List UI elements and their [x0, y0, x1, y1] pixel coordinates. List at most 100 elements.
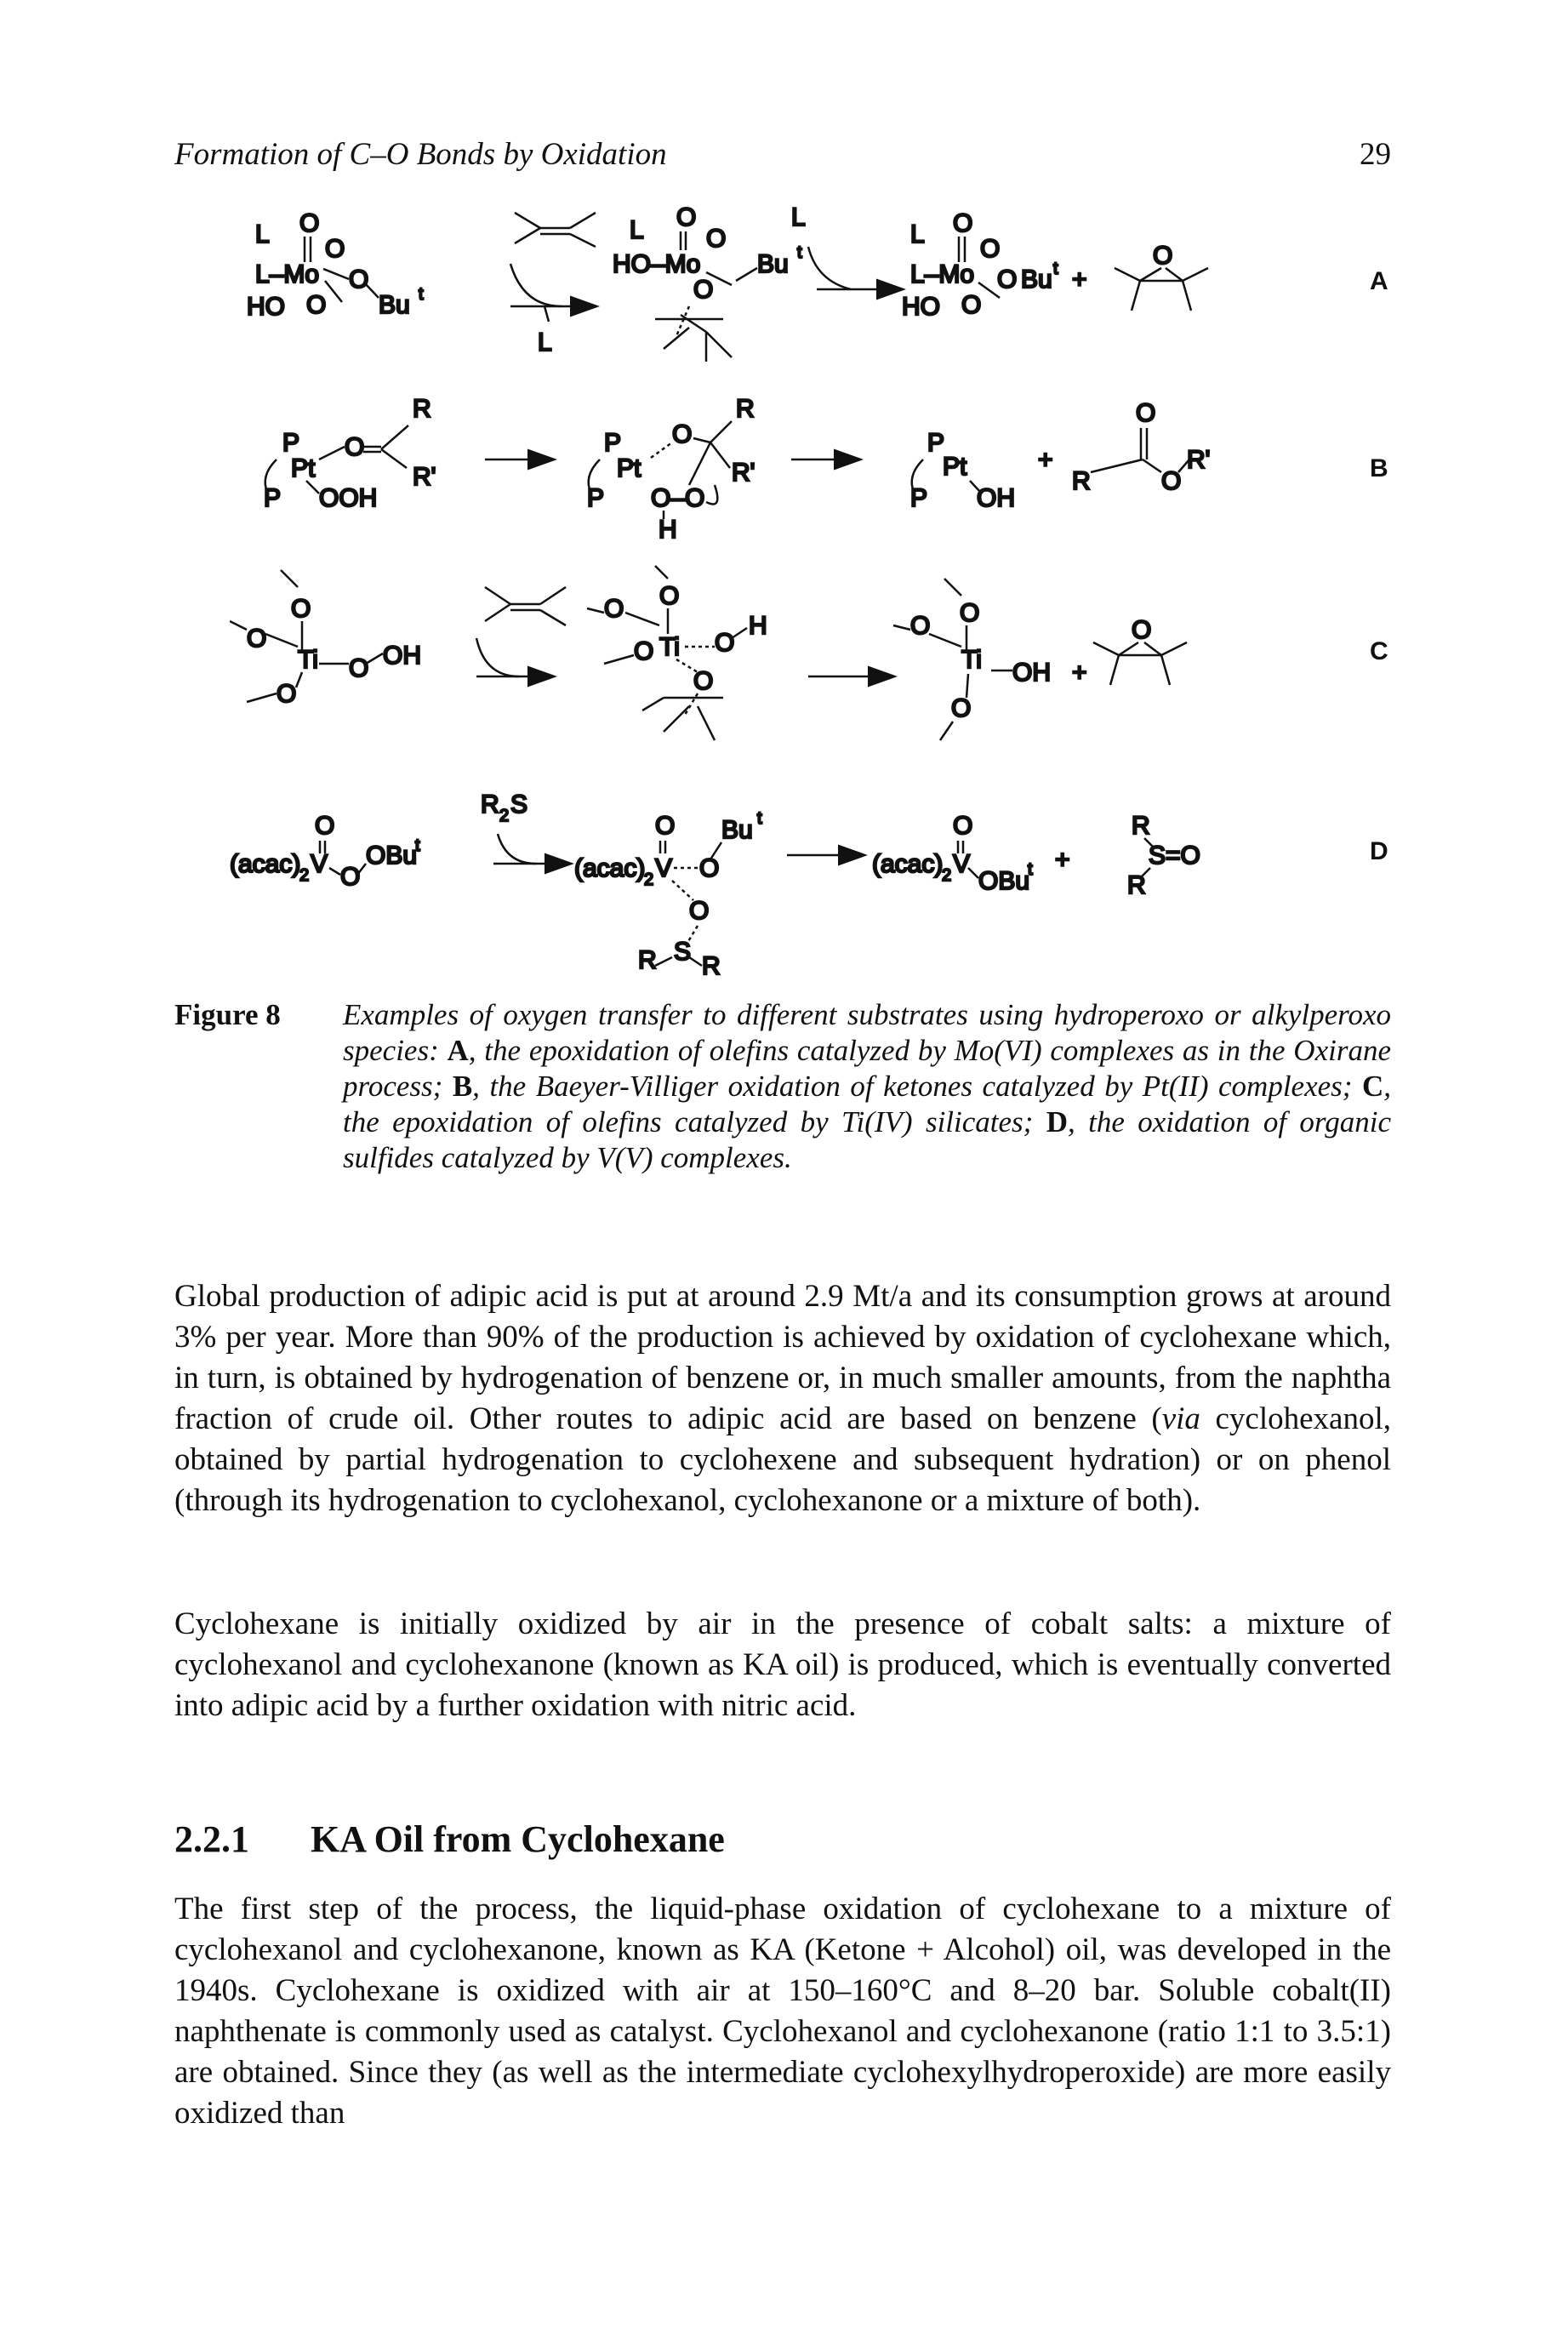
- row-label-a: A: [1370, 267, 1388, 295]
- atom-label: OBu: [366, 842, 417, 870]
- atom-label: L: [255, 220, 270, 248]
- atom-label: t: [419, 285, 424, 304]
- caption-segment: , the Baeyer-Villiger oxidation of keton…: [472, 1070, 1362, 1103]
- atom-label: OOH: [319, 484, 377, 512]
- atom-label: O: [277, 680, 296, 708]
- atom-label: R': [1187, 446, 1210, 474]
- atom-label: Bu: [1021, 265, 1052, 294]
- atom-label: O: [953, 812, 972, 840]
- atom-label: S=O: [1149, 842, 1200, 870]
- atom-label: O: [953, 209, 972, 237]
- atom-label: O: [349, 654, 368, 682]
- atom-label: O: [910, 612, 930, 640]
- atom-label: H: [749, 612, 767, 640]
- figure-caption-text: Examples of oxygen transfer to different…: [343, 997, 1391, 1176]
- caption-segment: , the epoxidation of olefins catalyzed b…: [343, 1070, 1391, 1138]
- row-label-c: C: [1370, 637, 1388, 665]
- section-number: 2.2.1: [174, 1818, 249, 1860]
- atom-label: R': [732, 459, 755, 487]
- atom-label: L: [910, 220, 925, 248]
- atom-label: 2: [299, 866, 309, 885]
- body-paragraph-3: The first step of the process, the liqui…: [174, 1889, 1391, 2134]
- row-a-olefin-addition: L: [509, 211, 600, 357]
- caption-segment: Examples of oxygen transfer to different…: [343, 998, 1391, 1067]
- caption-ref-d: D: [1046, 1105, 1068, 1138]
- atom-label: Bu: [379, 291, 410, 319]
- atom-label: Pt: [943, 453, 967, 481]
- row-d-sulfide-addition: R 2 S: [480, 790, 574, 875]
- atom-label: O: [659, 582, 679, 610]
- atom-label: L–Mo: [255, 260, 319, 288]
- atom-label: HO: [902, 293, 940, 321]
- atom-label: R: [1132, 812, 1150, 840]
- row-label-d: D: [1370, 837, 1388, 865]
- row-c-olefin-addition: [475, 585, 567, 688]
- figure-label: Figure 8: [174, 998, 281, 1031]
- atom-label: L–Mo: [910, 260, 974, 288]
- atom-label: V: [655, 854, 672, 882]
- atom-label: O: [315, 812, 334, 840]
- atom-label: O: [997, 265, 1017, 294]
- row-label-b: B: [1370, 454, 1388, 482]
- atom-label: R: [1072, 467, 1091, 495]
- atom-label: O: [961, 291, 981, 319]
- atom-label: 2: [942, 866, 951, 885]
- atom-label: Bu: [757, 250, 789, 278]
- atom-label: O: [699, 854, 719, 882]
- atom-label: O–O: [651, 484, 704, 512]
- body-paragraph-2: Cyclohexane is initially oxidized by air…: [174, 1604, 1391, 1726]
- row-d-vanadium-peroxo-reactant: O (acac) 2 V O OBu t: [230, 811, 421, 893]
- figure-caption: Figure 8 Examples of oxygen transfer to …: [174, 997, 1391, 1176]
- atom-label: P: [282, 429, 299, 457]
- caption-ref-b: B: [452, 1070, 473, 1103]
- row-c-ti-transition-state: O O O Ti O H O: [586, 565, 898, 741]
- atom-label: Ti: [961, 646, 982, 674]
- atom-label: t: [415, 836, 420, 855]
- atom-label: O: [325, 235, 345, 263]
- atom-label: (acac): [872, 850, 943, 878]
- row-a-mo-peroxo-reactant: L O O L–Mo HO O O Bu t: [246, 208, 425, 322]
- atom-label: Pt: [617, 454, 641, 482]
- atom-label: P: [604, 429, 621, 457]
- row-a-products: L O O L–Mo HO O O Bu t + O: [901, 208, 1209, 322]
- atom-label: O: [1136, 399, 1155, 427]
- row-d-vanadium-transition-state: O (acac) 2 V O Bu t O S R R: [573, 808, 868, 981]
- atom-label: (acac): [230, 850, 300, 878]
- caption-ref-a: A: [447, 1034, 469, 1067]
- atom-label: L: [538, 328, 552, 357]
- atom-label: O: [299, 209, 319, 237]
- running-head: Formation of C–O Bonds by Oxidation 29: [174, 136, 1391, 173]
- running-head-title: Formation of C–O Bonds by Oxidation: [174, 137, 667, 172]
- atom-label: t: [1053, 260, 1058, 278]
- atom-label: S: [510, 790, 527, 819]
- reaction-scheme: L O O L–Mo HO O O Bu t L: [230, 203, 1388, 981]
- atom-label: P: [927, 429, 944, 457]
- atom-label: L: [630, 216, 644, 244]
- atom-label: +: [1055, 846, 1070, 874]
- caption-segment: , the epoxidation of olefins catalyzed b…: [343, 1034, 1391, 1103]
- row-c-ti-hydroperoxo-reactant: O O Ti O OH O: [230, 569, 422, 709]
- atom-label: O: [306, 291, 326, 319]
- atom-label: OBu: [978, 867, 1029, 895]
- atom-label: Ti: [659, 633, 680, 661]
- atom-label: 2: [644, 870, 653, 889]
- atom-label: O: [340, 863, 360, 891]
- atom-label: (acac): [574, 854, 645, 882]
- atom-label: O: [291, 595, 311, 623]
- row-b-pt-transition-state: R P O Pt R' P O–O H: [586, 394, 864, 545]
- atom-label: t: [1028, 860, 1033, 879]
- atom-label: O: [693, 276, 713, 304]
- atom-label: S: [674, 938, 691, 966]
- atom-label: R: [638, 946, 657, 974]
- atom-label: O: [349, 265, 368, 294]
- atom-label: O: [689, 897, 709, 925]
- atom-label: O: [951, 694, 971, 722]
- atom-label: R: [413, 395, 431, 423]
- atom-label: +: [1072, 659, 1087, 687]
- caption-ref-c: C: [1361, 1070, 1384, 1103]
- atom-label: OH: [383, 642, 421, 670]
- atom-label: O: [1153, 242, 1172, 270]
- paragraph-text: Cyclohexane is initially oxidized by air…: [174, 1606, 1391, 1723]
- atom-label: +: [1038, 446, 1053, 474]
